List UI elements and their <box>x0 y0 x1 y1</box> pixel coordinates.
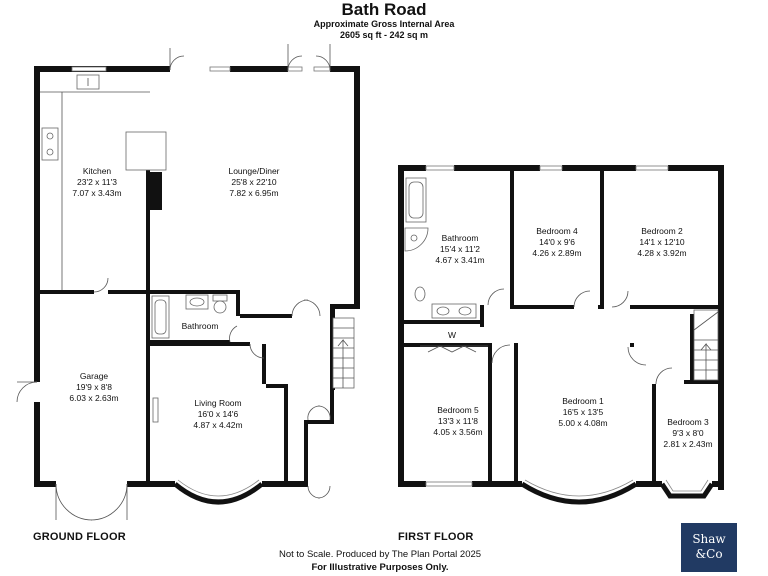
first-floor-stairs <box>693 309 719 381</box>
room-lounge-diner: Lounge/Diner 25'8 x 22'10 7.82 x 6.95m <box>228 166 279 198</box>
area-label: Approximate Gross Internal Area <box>313 19 455 29</box>
wardrobe-doors <box>427 345 477 353</box>
room-bedroom-5: Bedroom 5 13'3 x 11'8 4.05 x 3.56m <box>433 405 482 437</box>
ground-bathroom-name: Bathroom <box>182 321 219 331</box>
bedroom-2-name: Bedroom 2 <box>641 226 683 236</box>
ground-floor-label: GROUND FLOOR <box>33 531 126 543</box>
disclaimer-illustrative: For Illustrative Purposes Only. <box>311 562 449 573</box>
bedroom-2-imperial: 14'1 x 12'10 <box>639 237 685 247</box>
bedroom-4-metric: 4.26 x 2.89m <box>532 248 581 258</box>
bedroom-5-name: Bedroom 5 <box>437 405 479 415</box>
wardrobe-label: W <box>448 330 456 340</box>
living-room-name: Living Room <box>194 398 241 408</box>
agent-logo: Shaw &Co <box>681 523 737 572</box>
bedroom-5-imperial: 13'3 x 11'8 <box>438 416 478 426</box>
living-room-imperial: 16'0 x 14'6 <box>198 409 239 419</box>
room-bedroom-4: Bedroom 4 14'0 x 9'6 4.26 x 2.89m <box>532 226 581 258</box>
living-room-bay-window <box>173 479 264 505</box>
first-floor-walls <box>398 165 724 490</box>
garage-imperial: 19'9 x 8'8 <box>76 382 112 392</box>
first-floor-bathroom-fixtures <box>404 177 477 319</box>
room-first-bathroom: Bathroom 15'4 x 11'2 4.67 x 3.41m <box>435 233 484 265</box>
living-room-fireplace <box>152 397 159 423</box>
room-bedroom-2: Bedroom 2 14'1 x 12'10 4.28 x 3.92m <box>637 226 686 258</box>
ground-floor-doors <box>16 44 331 521</box>
area-value: 2605 sq ft - 242 sq m <box>339 30 429 40</box>
logo-line-1: Shaw <box>692 532 726 546</box>
room-kitchen: Kitchen 23'2 x 11'3 7.07 x 3.43m <box>72 166 121 198</box>
lounge-metric: 7.82 x 6.95m <box>229 188 278 198</box>
room-bedroom-1: Bedroom 1 16'5 x 13'5 5.00 x 4.08m <box>558 396 607 428</box>
bedroom-1-imperial: 16'5 x 13'5 <box>563 407 604 417</box>
room-garage: Garage 19'9 x 8'8 6.03 x 2.63m <box>69 371 118 403</box>
first-floor-label: FIRST FLOOR <box>398 531 474 543</box>
garage-metric: 6.03 x 2.63m <box>69 393 118 403</box>
bedroom-1-metric: 5.00 x 4.08m <box>558 418 607 428</box>
room-living-room: Living Room 16'0 x 14'6 4.87 x 4.42m <box>193 398 242 430</box>
first-floor-bay-windows <box>520 479 715 505</box>
ground-bathroom-fixtures <box>151 294 228 339</box>
bedroom-4-imperial: 14'0 x 9'6 <box>539 237 575 247</box>
plan-title: Bath Road <box>341 0 427 19</box>
room-bedroom-3: Bedroom 3 9'3 x 8'0 2.81 x 2.43m <box>663 417 712 449</box>
lounge-name: Lounge/Diner <box>228 166 279 176</box>
first-bathroom-name: Bathroom <box>442 233 479 243</box>
lounge-imperial: 25'8 x 22'10 <box>231 177 277 187</box>
bedroom-1-name: Bedroom 1 <box>562 396 604 406</box>
kitchen-imperial: 23'2 x 11'3 <box>77 177 117 187</box>
bedroom-3-imperial: 9'3 x 8'0 <box>672 428 703 438</box>
kitchen-metric: 7.07 x 3.43m <box>72 188 121 198</box>
kitchen-name: Kitchen <box>83 166 112 176</box>
living-room-metric: 4.87 x 4.42m <box>193 420 242 430</box>
logo-line-2: &Co <box>695 547 723 561</box>
first-bathroom-imperial: 15'4 x 11'2 <box>440 244 480 254</box>
room-ground-bathroom: Bathroom <box>182 321 219 331</box>
disclaimer-scale: Not to Scale. Produced by The Plan Porta… <box>278 549 482 560</box>
first-floor-windows <box>425 165 669 487</box>
kitchen-fixtures <box>40 74 167 290</box>
bedroom-2-metric: 4.28 x 3.92m <box>637 248 686 258</box>
ground-stairs <box>332 317 355 389</box>
bedroom-5-metric: 4.05 x 3.56m <box>433 427 482 437</box>
bedroom-3-name: Bedroom 3 <box>667 417 709 427</box>
first-floor-doors <box>420 288 673 385</box>
bedroom-4-name: Bedroom 4 <box>536 226 578 236</box>
first-bathroom-metric: 4.67 x 3.41m <box>435 255 484 265</box>
garage-name: Garage <box>80 371 109 381</box>
bedroom-3-metric: 2.81 x 2.43m <box>663 439 712 449</box>
